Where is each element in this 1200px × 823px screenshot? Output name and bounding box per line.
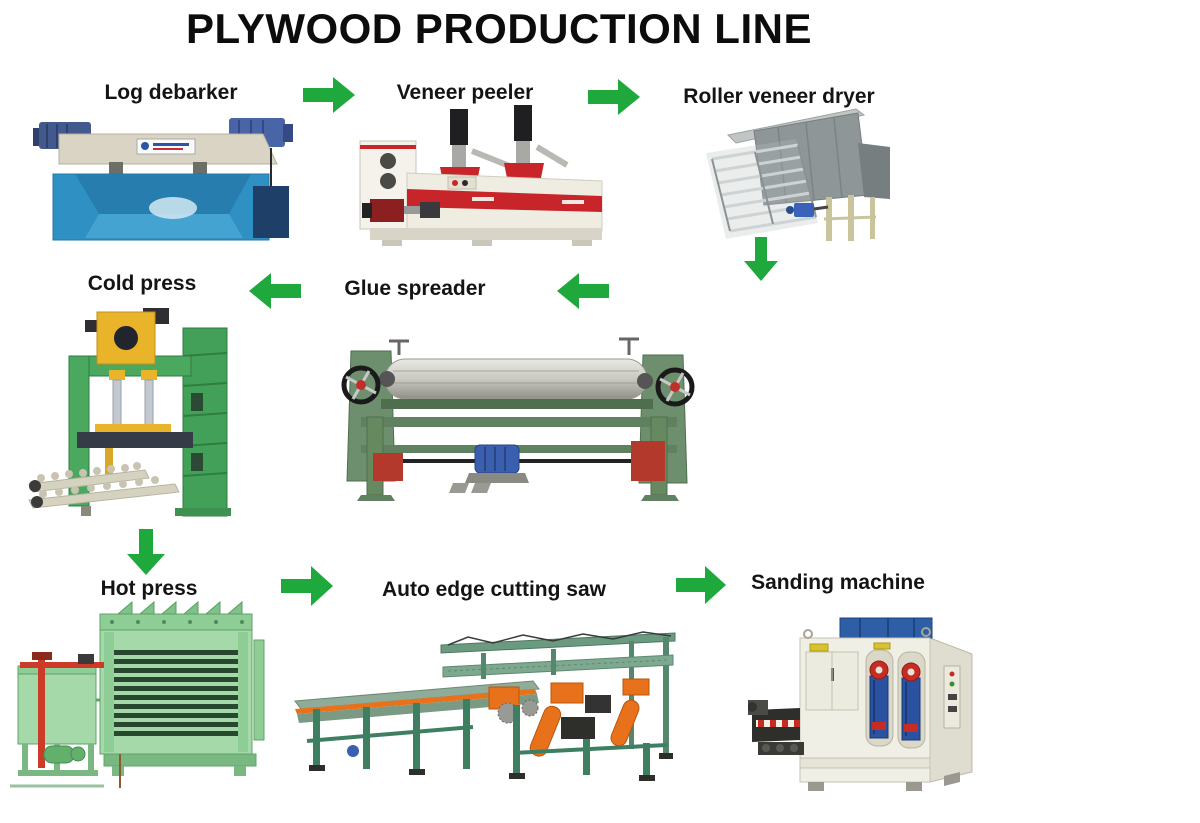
- roller-veneer-dryer-image: [706, 108, 890, 241]
- page-title: PLYWOOD PRODUCTION LINE: [186, 5, 812, 52]
- auto-edge-cutting-saw-image: [294, 631, 676, 781]
- arrow-left-glue-to-coldpress-icon: [249, 273, 301, 309]
- veneer-peeler-image: [359, 105, 603, 246]
- arrow-right-saw-to-sander-icon: [676, 566, 726, 604]
- log-debarker-image: [33, 118, 293, 241]
- arrow-right-debarker-to-peeler-icon: [303, 77, 355, 113]
- arrow-right-hotpress-to-saw-icon: [281, 566, 333, 606]
- hot-press-image: [10, 600, 265, 788]
- label-sanding-machine: Sanding machine: [751, 571, 925, 594]
- label-roller-veneer-dryer: Roller veneer dryer: [683, 85, 875, 108]
- label-log-debarker: Log debarker: [104, 81, 238, 104]
- label-auto-edge-cutting-saw: Auto edge cutting saw: [381, 578, 606, 601]
- cold-press-image: [28, 308, 231, 517]
- glue-spreader-image: [341, 337, 695, 501]
- arrow-right-peeler-to-dryer-icon: [588, 79, 640, 115]
- label-veneer-peeler: Veneer peeler: [396, 81, 534, 104]
- label-hot-press: Hot press: [100, 577, 198, 600]
- label-cold-press: Cold press: [87, 272, 197, 295]
- arrow-down-dryer-to-glue-icon: [744, 237, 778, 281]
- label-glue-spreader: Glue spreader: [344, 277, 486, 300]
- arrow-down-coldpress-to-hotpress-icon: [127, 529, 165, 575]
- sanding-machine-image: [748, 617, 973, 791]
- arrow-left-dryer-to-glue-icon: [557, 273, 609, 309]
